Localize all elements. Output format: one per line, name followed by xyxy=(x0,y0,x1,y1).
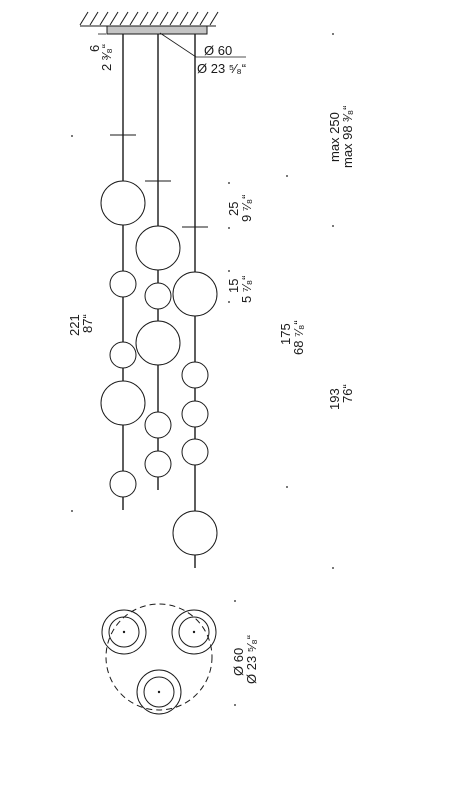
plan-diameter-cm-label: Ø 60 xyxy=(231,648,246,676)
canopy-diameter-cm-label: Ø 60 xyxy=(204,43,232,58)
length-ticks xyxy=(71,33,334,569)
strand-left-cm-label: 221 xyxy=(67,314,82,336)
globe-large xyxy=(172,271,218,317)
globe-large xyxy=(135,320,181,366)
canopy-diameter-in-label: Ø 23 ⁵⁄₈“ xyxy=(197,61,246,76)
globe-large xyxy=(135,225,181,271)
globe-small xyxy=(109,270,137,298)
globe-small xyxy=(181,438,209,466)
small-globe-cm-label: 15 xyxy=(226,279,241,293)
strand-right-cm-label: 193 xyxy=(327,388,342,410)
globe-size-ticks xyxy=(228,182,230,303)
globe-small xyxy=(144,282,172,310)
globe-large xyxy=(100,380,146,426)
globe-small xyxy=(109,341,137,369)
ceiling-hatch xyxy=(79,11,219,27)
strand-middle-in-label: 68 ⁷⁄₈“ xyxy=(291,320,306,355)
globe-small xyxy=(109,470,137,498)
small-globe-in-label: 5 ⁷⁄₈“ xyxy=(239,276,254,303)
strand-right-in-label: 76“ xyxy=(340,384,355,403)
globes xyxy=(100,180,218,556)
strand-middle-cm-label: 175 xyxy=(278,323,293,345)
canopy-diameter-leader xyxy=(159,32,246,58)
canopy-height-cm-label: 6 xyxy=(87,45,102,52)
strand-left-in-label: 87“ xyxy=(80,314,95,333)
globe-small xyxy=(181,361,209,389)
globe-small xyxy=(181,400,209,428)
plan-outline xyxy=(105,603,213,711)
plan-centers xyxy=(122,600,236,706)
large-globe-cm-label: 25 xyxy=(226,202,241,216)
plan-view xyxy=(101,603,217,715)
max-length-cm-label: max 250 xyxy=(327,112,342,162)
canopy xyxy=(106,25,208,35)
globe-small xyxy=(144,411,172,439)
canopy-height-dimension xyxy=(98,25,106,35)
large-globe-in-label: 9 ⁷⁄₈“ xyxy=(239,195,254,222)
globe-large xyxy=(100,180,146,226)
plan-diameter-in-label: Ø 23 ⁵⁄₈“ xyxy=(244,635,259,684)
max-length-in-label: max 98 ³⁄₈“ xyxy=(340,106,355,168)
globe-small xyxy=(144,450,172,478)
canopy-height-in-label: 2 ³⁄₈“ xyxy=(99,44,114,71)
globe-large xyxy=(172,510,218,556)
